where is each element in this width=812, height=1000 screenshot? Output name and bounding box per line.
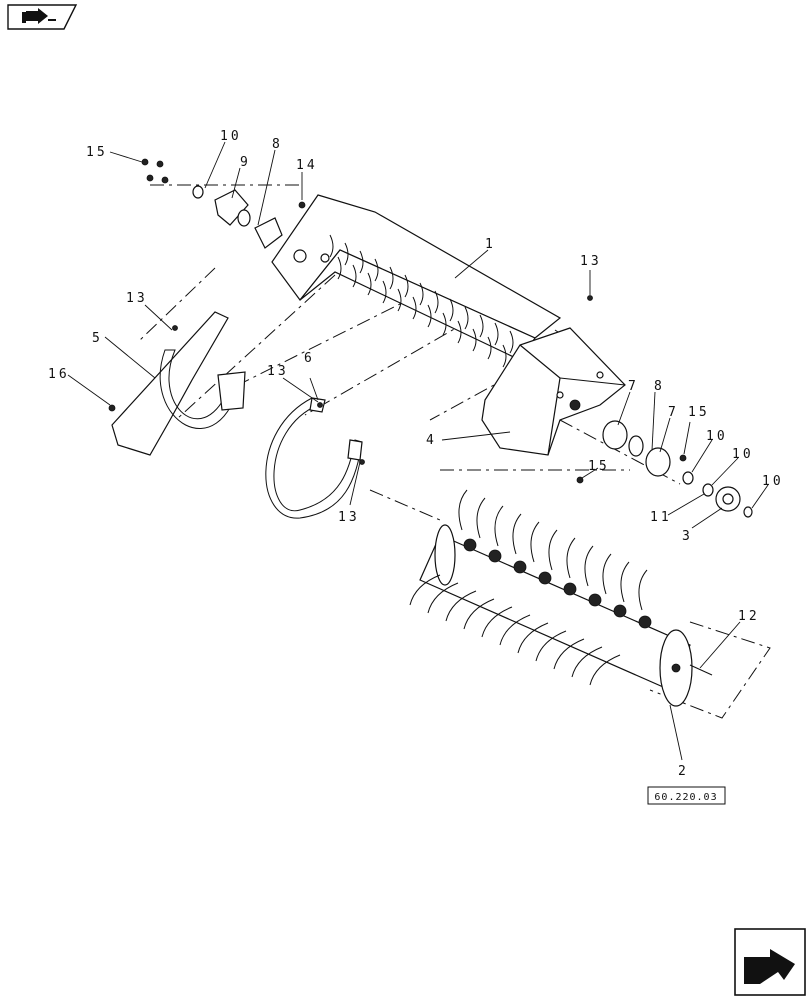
callout-13: 13	[580, 254, 602, 269]
hardware-bolts-top	[141, 158, 306, 249]
callout-15: 15	[588, 459, 610, 474]
callout-13: 13	[338, 510, 360, 525]
callout-1: 1	[485, 237, 496, 252]
callout-15: 15	[86, 145, 108, 160]
callout-7: 7	[628, 379, 639, 394]
callout-2: 2	[678, 764, 689, 779]
callout-10: 10	[762, 474, 784, 489]
callout-6: 6	[304, 351, 315, 366]
callout-3: 3	[682, 529, 693, 544]
callout-5: 5	[92, 331, 103, 346]
book-arrow-icon[interactable]	[7, 4, 78, 30]
leader-lines	[67, 141, 769, 761]
callout-13: 13	[267, 364, 289, 379]
rotor-tines	[409, 489, 648, 686]
next-page-arrow-icon[interactable]	[734, 928, 806, 996]
strap	[265, 397, 363, 519]
left-guard	[111, 311, 246, 456]
callout-10: 10	[220, 129, 242, 144]
reference-link-text[interactable]: 60.220.03	[654, 792, 717, 803]
callout-16: 16	[48, 367, 70, 382]
callout-8: 8	[654, 379, 665, 394]
callout-10: 10	[706, 429, 728, 444]
callout-13: 13	[126, 291, 148, 306]
rotor-assembly	[409, 489, 713, 707]
callout-9: 9	[240, 155, 251, 170]
callout-15: 15	[688, 405, 710, 420]
callout-11: 11	[650, 510, 672, 525]
callout-8: 8	[272, 137, 283, 152]
rotor-springs	[463, 538, 652, 629]
callout-labels: 15 10 9 8 14 1 13 13 5 16 13 6 7 8 7 15 …	[48, 129, 784, 779]
hardware-right-bearings	[108, 295, 753, 518]
callout-7: 7	[668, 405, 679, 420]
callout-4: 4	[426, 433, 437, 448]
frame-assembly	[271, 194, 562, 368]
callout-10: 10	[732, 447, 754, 462]
callout-12: 12	[738, 609, 760, 624]
reference-link-box[interactable]: 60.220.03	[647, 786, 726, 805]
callout-14: 14	[296, 158, 318, 173]
frame-slots	[329, 234, 514, 368]
